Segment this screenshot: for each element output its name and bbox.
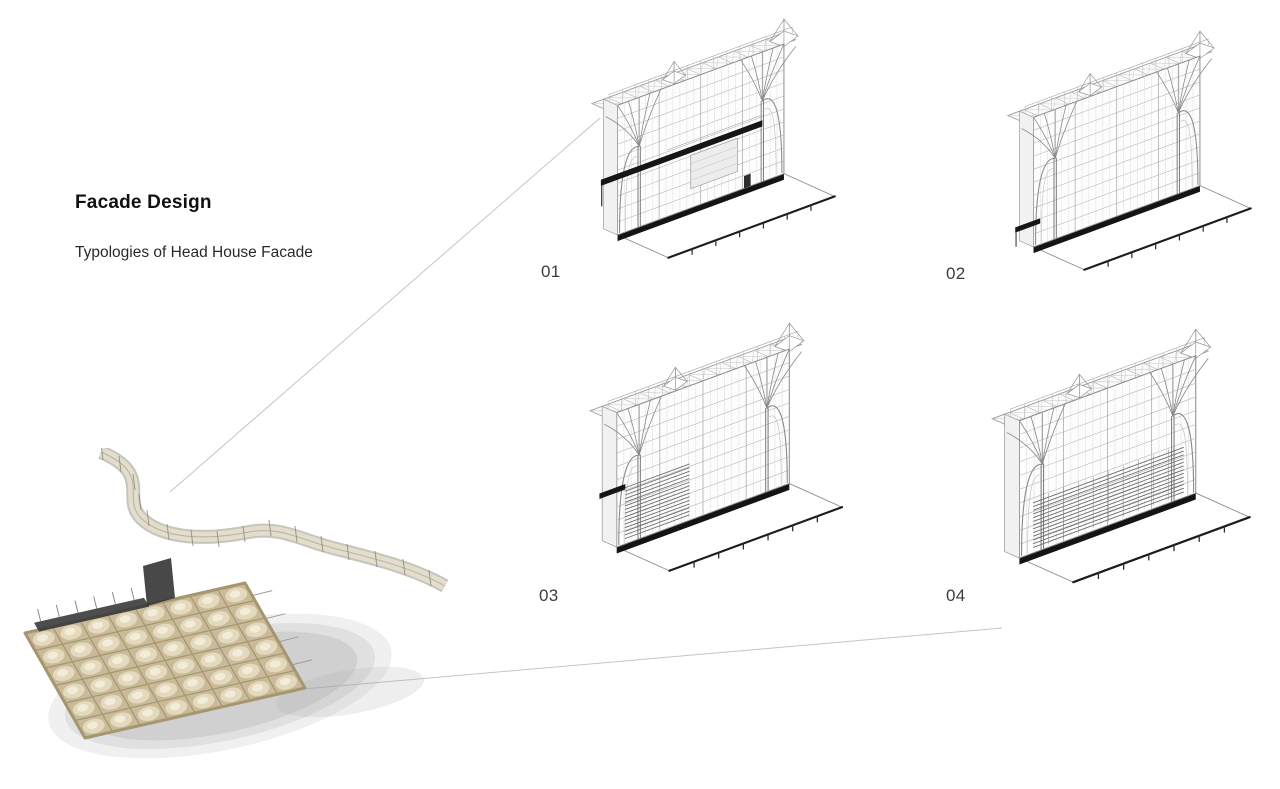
typology-label-02: 02 <box>946 264 966 283</box>
typology-label-01: 01 <box>541 262 561 281</box>
typology-figure-04: 04 <box>946 316 1270 620</box>
callout-line-top <box>169 117 601 493</box>
typology-label-04: 04 <box>946 586 966 605</box>
canopy-drawing <box>15 448 455 783</box>
typology-figure-01: 01 <box>541 0 854 300</box>
title-block: Facade Design Typologies of Head House F… <box>75 192 313 262</box>
typology-figure-03: 03 <box>539 310 862 608</box>
typology-figure-02: 02 <box>946 12 1270 312</box>
facade-drawing-01 <box>586 0 854 300</box>
overview-render <box>15 448 455 783</box>
facade-drawing-04 <box>986 316 1270 620</box>
slide-title: Facade Design <box>75 192 212 213</box>
facade-drawing-02 <box>1002 12 1270 312</box>
slide-subtitle: Typologies of Head House Facade <box>75 244 313 261</box>
facade-drawing-03 <box>584 310 862 608</box>
typology-label-03: 03 <box>539 586 559 605</box>
